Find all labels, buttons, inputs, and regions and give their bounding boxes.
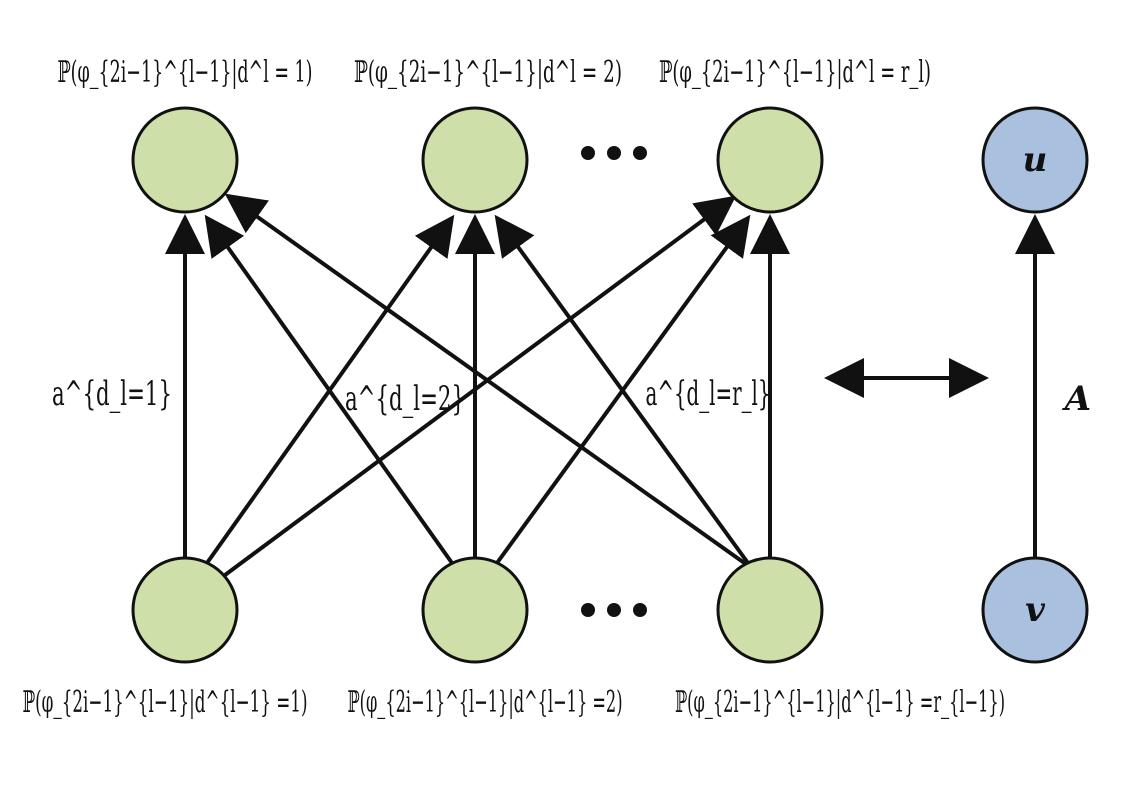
ellipsis-bottom [581, 603, 647, 617]
edge-b3-t2 [494, 214, 750, 565]
bottom-label-2: ℙ(φ_{2i−1}^{l−1}|d^{l−1} =2) [348, 685, 623, 720]
edge-b1-t3 [223, 195, 737, 577]
edge-label-1: a^{d_l=1} [52, 374, 172, 414]
node-u [981, 106, 1089, 214]
top-label-1: ℙ(φ_{2i−1}^{l−1}|d^l = 1) [58, 55, 313, 90]
top-node-2 [421, 106, 529, 214]
matrix-label: A [1062, 379, 1091, 419]
bottom-node-2 [421, 556, 529, 664]
top-label-2: ℙ(φ_{2i−1}^{l−1}|d^l = 2) [354, 55, 622, 90]
bottom-node-3 [716, 556, 824, 664]
ellipsis-top [581, 146, 647, 160]
node-u-label: u [1023, 140, 1048, 180]
edge-b3-t1 [224, 193, 752, 569]
edge-label-2: a^{d_l=2} [345, 379, 465, 419]
top-node-3 [716, 106, 824, 214]
top-node-1 [131, 106, 239, 214]
node-v [981, 556, 1089, 664]
edge-label-3: a^{d_l=r_l} [646, 374, 771, 414]
edge-b2-t1 [204, 214, 454, 565]
node-v-label: v [1025, 590, 1046, 630]
bottom-label-1: ℙ(φ_{2i−1}^{l−1}|d^{l−1} =1) [23, 685, 308, 720]
bottom-label-3: ℙ(φ_{2i−1}^{l−1}|d^{l−1} =r_{l−1}) [675, 685, 1005, 720]
top-label-3: ℙ(φ_{2i−1}^{l−1}|d^l = r_l) [659, 55, 931, 90]
bottom-node-1 [131, 556, 239, 664]
